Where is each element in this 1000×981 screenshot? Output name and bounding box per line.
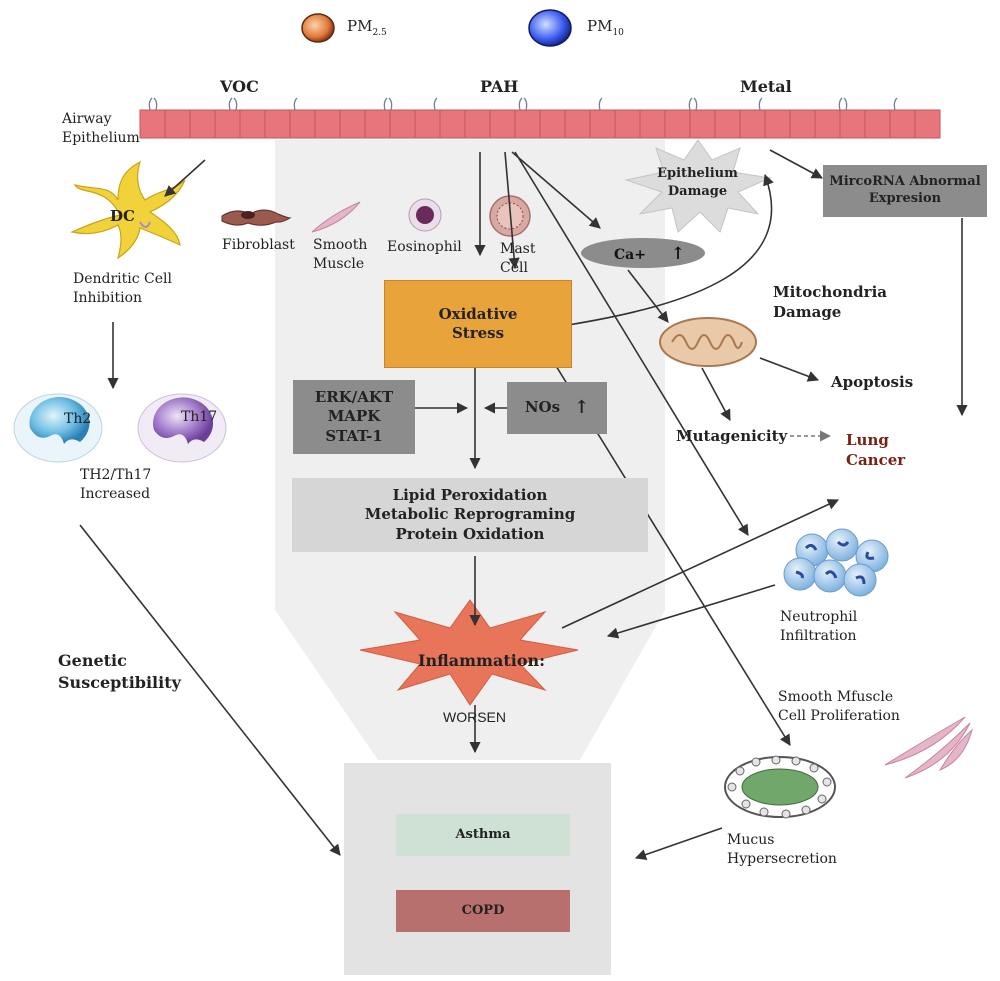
inflammation-label: Inflammation: xyxy=(418,651,546,670)
smooth-muscle-icon xyxy=(311,201,361,233)
mitochondria-icon xyxy=(659,317,757,367)
arrow-inflammation-to-lung-cancer xyxy=(561,499,840,629)
inflammation-burst xyxy=(359,599,579,706)
pm25-particle-icon xyxy=(301,13,335,43)
arrow-epithelium-to-dc xyxy=(164,159,206,197)
pm10-label: PM10 xyxy=(587,17,624,38)
mutagenicity-label: Mutagenicity xyxy=(676,427,788,445)
calcium-ellipse xyxy=(581,238,705,268)
calcium-increase-arrow-icon: ↑ xyxy=(670,244,686,264)
eosinophil-icon xyxy=(408,198,442,232)
arrow-neutrophil-to-inflammation xyxy=(606,584,776,639)
source-metal: Metal xyxy=(740,77,792,96)
th2-cell-icon xyxy=(13,393,103,463)
arrow-th-to-disease xyxy=(79,524,341,856)
th17-label: Th17 xyxy=(181,409,218,425)
worsen-label: WORSEN xyxy=(443,709,506,725)
asthma-box: Asthma xyxy=(396,814,570,856)
fibroblast-label: Fibroblast xyxy=(222,237,295,253)
fibroblast-icon xyxy=(221,209,292,226)
th2-label: Th2 xyxy=(64,411,92,427)
apoptosis-label: Apoptosis xyxy=(831,373,914,391)
pm25-label: PM2.5 xyxy=(347,17,387,38)
th17-cell-icon xyxy=(137,393,227,463)
source-pah: PAH xyxy=(480,77,519,96)
dc-badge: DC xyxy=(110,207,135,225)
source-voc: VOC xyxy=(220,77,259,96)
arrow-pah-to-neutrophil xyxy=(514,151,749,536)
disease-outcome-panel xyxy=(344,763,611,975)
pm10-particle-icon xyxy=(528,9,572,47)
copd-box: COPD xyxy=(396,890,570,932)
arrow-mitochondria-to-apoptosis xyxy=(759,357,820,382)
arrow-oxidative-to-epithelium-damage xyxy=(567,173,774,326)
arrow-pah-to-oxidative xyxy=(504,151,520,270)
dendritic-cell-icon xyxy=(70,160,186,260)
arrow-mucus-to-disease xyxy=(634,827,723,860)
arrow-mitochondria-to-mutagenicity xyxy=(701,367,731,421)
nos-box: NOs ↑ xyxy=(507,382,607,434)
arrow-pah-to-calcium xyxy=(511,151,601,229)
increase-arrow-icon: ↑ xyxy=(574,397,590,419)
epithelium-damage-burst xyxy=(624,139,772,233)
eosinophil-label: Eosinophil xyxy=(387,239,462,255)
neutrophil-cluster-icon xyxy=(783,528,889,597)
arrow-calcium-to-mitochondria xyxy=(627,269,669,323)
airway-cross-section-icon xyxy=(724,755,836,819)
airway-epithelium-band xyxy=(139,97,941,139)
calcium-label: Ca+ ↑ xyxy=(614,244,686,264)
smooth-muscle-cells-icon xyxy=(884,716,973,779)
arrow-metal-to-mirna xyxy=(769,149,823,179)
